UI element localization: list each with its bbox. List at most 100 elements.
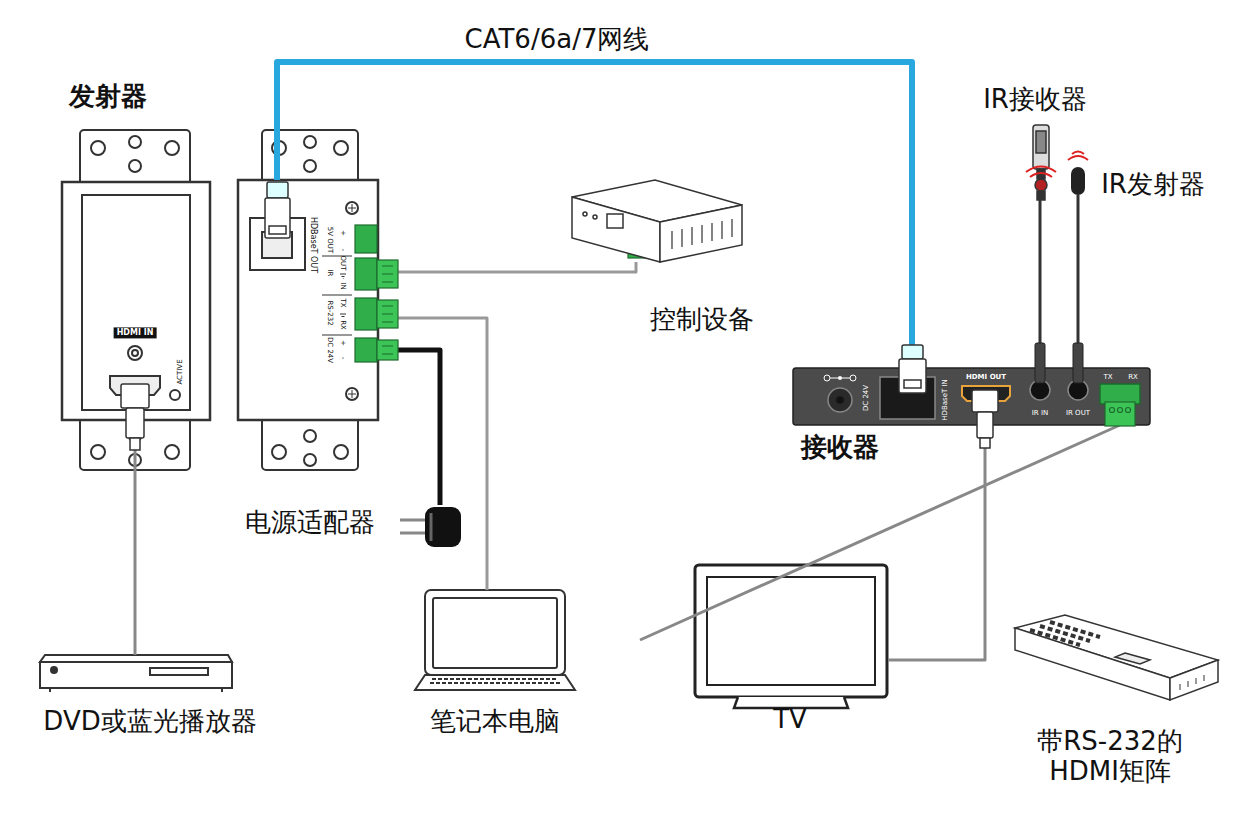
dvd-player: DVD或蓝光播放器 <box>40 655 232 690</box>
hdmi-plug <box>980 438 990 448</box>
terminal-plug <box>1118 408 1123 413</box>
control-device <box>607 214 623 228</box>
device-label: DVD或蓝光播放器 <box>43 707 256 737</box>
audio-jack-plug <box>1035 343 1045 383</box>
hdmi-matrix <box>1115 653 1150 664</box>
port-label: HDMI OUT <box>966 373 1006 381</box>
port-label: DC 24V <box>862 385 870 411</box>
ir-emitter <box>1071 167 1085 195</box>
port-label: + <box>339 230 347 236</box>
device-title: 发射器 <box>69 82 147 112</box>
dvd-player <box>51 667 57 673</box>
port-label: IR OUT <box>1066 409 1090 417</box>
ir-emitter: IR发射器 <box>1068 165 1090 195</box>
transmitter-front: 发射器HDMI INACTIVE <box>62 182 210 420</box>
device-label: 电源适配器 <box>245 508 375 538</box>
receiver-body <box>838 376 842 380</box>
power-adapter <box>430 513 433 541</box>
power-adapter <box>400 520 426 533</box>
hdmi-plug <box>126 408 144 438</box>
receiver-body <box>793 368 1150 425</box>
ir-receiver <box>1036 131 1046 153</box>
port-label: RX <box>1128 373 1138 381</box>
dvd-player <box>40 655 232 692</box>
laptop <box>433 598 557 668</box>
dvd-player <box>40 662 232 688</box>
device-label: IR接收器 <box>983 85 1087 115</box>
power-adapter <box>400 507 461 547</box>
port-label: TX <box>339 298 347 307</box>
port-label: HDMI IN <box>114 327 157 338</box>
transmitter-back-plate <box>340 274 346 317</box>
hdmi-plug <box>130 438 140 450</box>
port-label: 5V OUT <box>326 227 334 253</box>
ir-receiver <box>1026 167 1056 178</box>
transmitter-front-plate <box>91 445 105 459</box>
terminal-plug <box>377 260 1135 426</box>
laptop <box>415 590 575 690</box>
rj45-plug <box>899 359 926 393</box>
hdmi-matrix <box>1170 660 1218 700</box>
control-device <box>593 215 597 219</box>
device-label: 控制设备 <box>650 305 754 335</box>
hdmi-plug <box>121 384 149 408</box>
rj45-plug <box>265 182 926 393</box>
transmitter-back-plate <box>348 390 356 398</box>
laptop <box>415 675 575 690</box>
rj45-plug <box>904 380 921 388</box>
rs232-cable <box>398 318 487 590</box>
device-label: TV <box>773 705 807 735</box>
audio-jack-plug <box>1073 343 1083 383</box>
receiver-body <box>836 396 844 404</box>
laptop <box>425 590 565 675</box>
hdmi-matrix <box>1015 615 1218 700</box>
transmitter-back-plate <box>250 218 305 270</box>
hdmi-plug <box>977 412 993 438</box>
transmitter-front-plate <box>165 141 179 155</box>
transmitter-back-plate <box>346 202 358 214</box>
ir-emitter <box>1068 152 1088 161</box>
device-label: 笔记本电脑 <box>430 707 560 737</box>
ir-receiver <box>1035 179 1047 191</box>
control-device <box>572 197 660 262</box>
hdmi-plug <box>972 390 998 412</box>
port-label: RX <box>339 320 347 330</box>
receiver-body <box>828 388 852 412</box>
transmitter-back-plate <box>334 141 348 155</box>
ir-cable <box>1077 195 1080 368</box>
transmitter-front-plate <box>129 160 141 172</box>
rj45-plug <box>902 345 923 359</box>
hdmi-cable <box>888 425 985 660</box>
power-adapter: 电源适配器 <box>400 505 462 548</box>
port-label: IR <box>326 270 334 277</box>
laptop <box>430 679 560 683</box>
hdmi-matrix <box>1015 628 1170 700</box>
ir-receiver <box>1037 191 1045 200</box>
cable-label: CAT6/6a/7网线 <box>461 25 654 55</box>
transmitter-front-plate <box>165 445 179 459</box>
transmitter-front-plate <box>170 390 180 400</box>
ir-receiver <box>1033 125 1049 169</box>
port-label: DC 24V <box>326 337 334 363</box>
hdmi-matrix: 带RS-232的 HDMI矩阵 <box>1015 640 1218 705</box>
control-device <box>660 205 742 262</box>
terminal-plug <box>1126 408 1131 413</box>
ir-receiver: IR接收器 <box>1030 125 1052 200</box>
control-device <box>572 180 742 262</box>
transmitter-back-plate <box>346 388 358 400</box>
ir-wire <box>398 262 636 272</box>
dvd-player <box>40 655 232 662</box>
audio-jack-plug <box>1035 343 1083 383</box>
ir-receiver <box>1026 125 1056 200</box>
transmitter-back-plate <box>304 454 316 466</box>
transmitter-back-plate <box>304 160 316 172</box>
tv <box>695 565 887 708</box>
hdmi-matrix <box>1180 675 1204 690</box>
transmitter-back-plate <box>334 445 348 459</box>
receiver-body <box>793 368 1150 425</box>
tv <box>707 577 875 685</box>
port-label: IN <box>339 282 347 289</box>
terminal-block <box>355 298 377 330</box>
